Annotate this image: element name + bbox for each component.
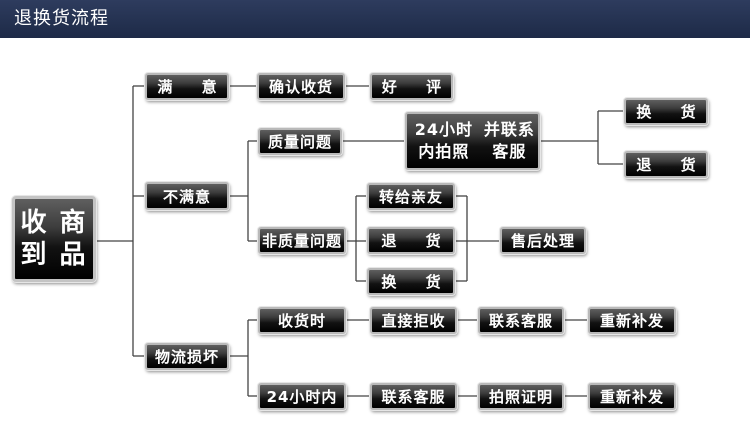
node-transfer-to-friends: 转给亲友	[367, 183, 455, 210]
node-reship-2: 重新补发	[588, 383, 676, 410]
node-contact-service-1: 联系客服	[478, 307, 564, 334]
node-good-review: 好 评	[370, 73, 453, 100]
node-quality-return: 退 货	[624, 151, 708, 178]
node-reship-1: 重新补发	[588, 307, 676, 334]
node-quality-issue: 质量问题	[258, 128, 342, 155]
node-non-quality-return: 退 货	[367, 227, 455, 254]
node-non-quality-exchange: 换 货	[367, 268, 455, 295]
node-contact-service-2: 联系客服	[370, 383, 457, 410]
node-within-24h: 24小时内	[258, 383, 346, 410]
photo-line2: 并联系客服	[483, 120, 535, 161]
node-confirm-receipt: 确认收货	[257, 73, 345, 100]
root-line1: 收到	[20, 208, 49, 270]
node-unsatisfied: 不满意	[145, 182, 229, 210]
page-title: 退换货流程	[0, 0, 750, 38]
node-logistics-damage: 物流损坏	[145, 343, 229, 370]
root-line2: 商品	[59, 208, 88, 270]
node-quality-exchange: 换 货	[624, 98, 708, 125]
root-received-goods: 收到 商品	[12, 196, 96, 282]
node-satisfied: 满 意	[145, 73, 229, 100]
node-refuse-directly: 直接拒收	[370, 307, 457, 334]
node-on-receipt: 收货时	[258, 307, 346, 334]
node-non-quality-issue: 非质量问题	[258, 227, 346, 254]
node-after-sales: 售后处理	[500, 227, 586, 254]
node-photo-contact-service: 24小时内拍照 并联系客服	[405, 112, 540, 170]
node-photo-proof: 拍照证明	[478, 383, 564, 410]
photo-line1: 24小时内拍照	[414, 120, 473, 161]
